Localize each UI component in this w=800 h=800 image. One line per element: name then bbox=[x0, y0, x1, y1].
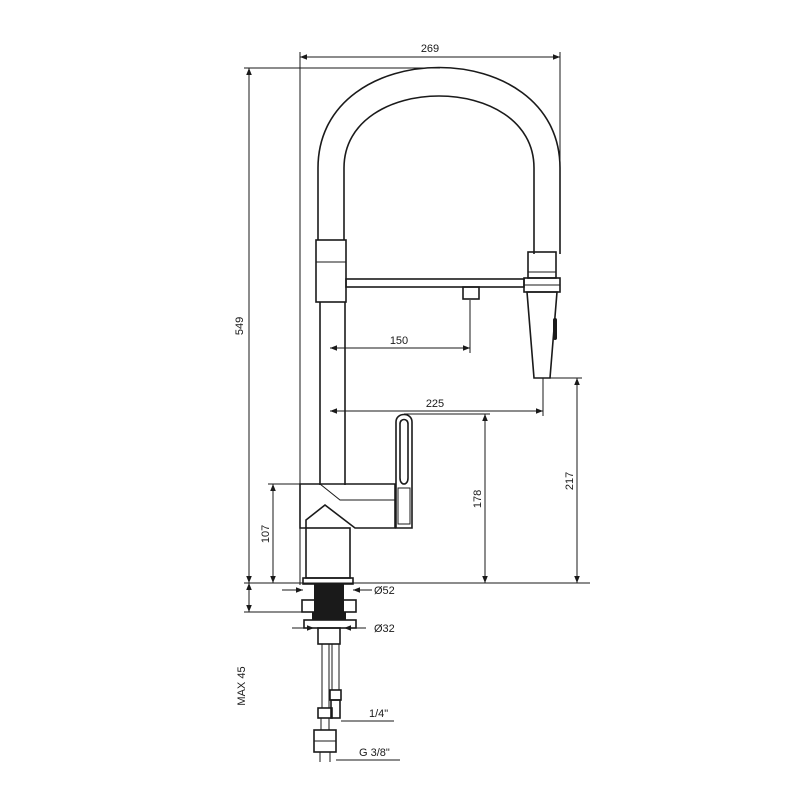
label-body-height: 107 bbox=[260, 525, 272, 543]
dimension-lines bbox=[244, 52, 590, 761]
label-spray-height: 217 bbox=[564, 472, 576, 490]
label-handle-height: 178 bbox=[472, 490, 484, 508]
label-hose-thread: 1/4" bbox=[369, 708, 388, 720]
label-base-diameter: Ø52 bbox=[374, 585, 395, 597]
label-spout-reach-inner: 150 bbox=[390, 335, 408, 347]
label-overall-width: 269 bbox=[421, 43, 439, 55]
label-spout-reach: 225 bbox=[426, 398, 444, 410]
label-overall-height: 549 bbox=[234, 317, 246, 335]
dimension-labels: 269 549 150 225 178 217 107 Ø52 Ø32 MAX … bbox=[234, 43, 576, 759]
label-supply-thread: G 3/8" bbox=[359, 747, 390, 759]
faucet-outline bbox=[299, 66, 561, 762]
label-max-countertop: MAX 45 bbox=[236, 666, 248, 705]
label-shank-diameter: Ø32 bbox=[374, 623, 395, 635]
